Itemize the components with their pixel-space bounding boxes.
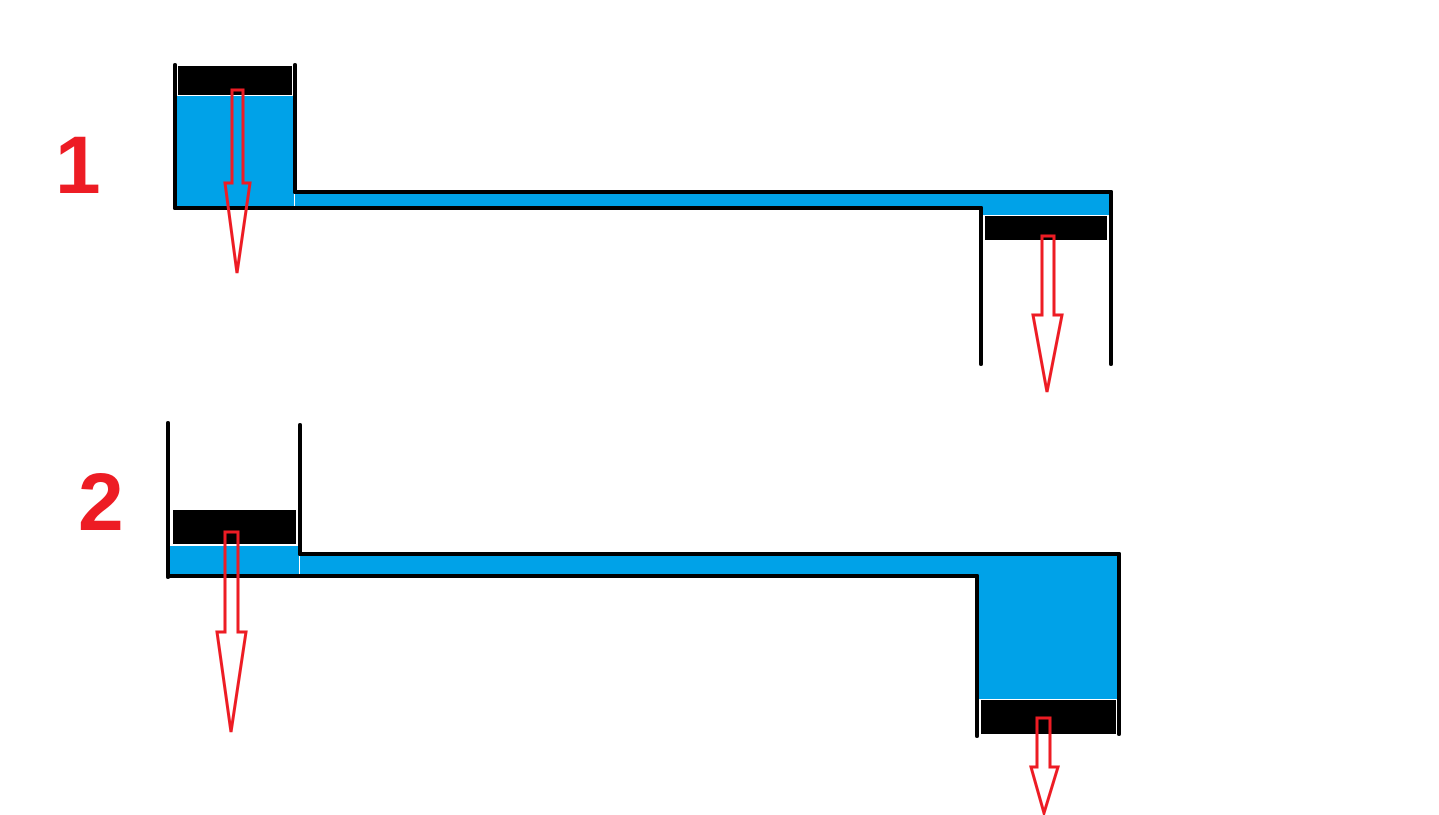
force-arrow-down-icon <box>1029 716 1061 815</box>
pipe-fluid <box>300 556 1118 575</box>
scenario-2: 2 <box>78 421 1121 815</box>
left-piston <box>173 510 296 544</box>
force-arrow-down-icon <box>1031 234 1064 393</box>
container-walls <box>173 63 1113 366</box>
force-arrow-down-icon <box>215 530 248 733</box>
scenario-label-1: 1 <box>55 120 101 211</box>
scenario-label-2: 2 <box>78 457 124 548</box>
force-arrow-down-icon <box>223 88 252 274</box>
pipe-fluid <box>295 194 1110 207</box>
right-cylinder-fluid <box>982 194 1110 215</box>
container-walls <box>166 421 1121 738</box>
scenario-1: 1 <box>55 63 1113 393</box>
left-cylinder-fluid <box>170 546 299 575</box>
right-cylinder-fluid <box>979 556 1118 699</box>
left-cylinder-fluid <box>177 96 294 207</box>
